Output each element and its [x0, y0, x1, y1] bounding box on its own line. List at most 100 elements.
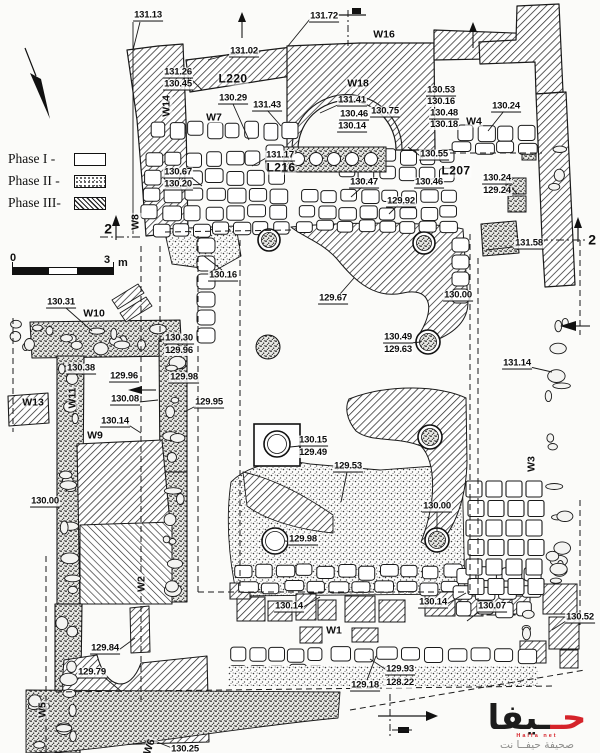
elevation-label: 130.25 [170, 744, 200, 753]
elevation-label: 130.52 [565, 611, 595, 624]
phase-legend: Phase I - Phase II - Phase III- [8, 148, 106, 214]
elevation-label: 131.14 [502, 357, 532, 370]
elevation-label: 129.93 [385, 663, 415, 676]
watermark-small-text: Haifa net [516, 733, 558, 739]
elevation-label: 129.49 [298, 447, 328, 459]
elevation-label: 130.14 [274, 600, 304, 613]
elevation-label: 130.00 [443, 289, 473, 302]
phase2-label: Phase II - [8, 173, 60, 189]
elevation-label: 130.38 [66, 362, 96, 375]
elevation-label: 129.98 [288, 533, 318, 546]
wall-label: W8 [129, 213, 142, 231]
elevation-label: 129.96 [109, 370, 139, 383]
wall-w9-lower [79, 521, 173, 605]
elevation-label: 130.08 [110, 393, 140, 406]
phase3-swatch [74, 196, 106, 210]
elevation-label: 131.02 [229, 45, 259, 58]
elevation-label: 130.14 [418, 596, 448, 609]
watermark-title: حــيفا [487, 698, 588, 738]
wall-label: W2 [135, 575, 148, 593]
elevation-label: 128.22 [385, 677, 415, 689]
elevation-label: 130.24 [491, 100, 521, 113]
elevation-label: 130.15 [298, 434, 328, 447]
elevation-label: 130.46 [414, 176, 444, 189]
elevation-label: 130.49 [383, 331, 413, 344]
wall-label: W9 [86, 429, 104, 442]
hatch-area-north [290, 222, 469, 342]
elevation-label: 130.53 [426, 84, 456, 97]
legend-row-phase3: Phase III- [8, 192, 106, 214]
wall-label: W5 [36, 701, 49, 719]
hatch-strip-a [111, 283, 145, 310]
rubble-band-south [25, 689, 341, 753]
locus-label: L207 [440, 163, 472, 178]
section-number: 2 [104, 220, 112, 237]
legend-row-phase2: Phase II - [8, 170, 106, 192]
watermark-subtitle: صحيفة حيفــا نت [499, 739, 575, 751]
wall-label: W10 [82, 307, 106, 320]
elevation-label: 130.47 [349, 176, 379, 189]
north-arrow-icon [24, 47, 50, 119]
elevation-label: 131.13 [133, 9, 163, 22]
wall-label: W7 [205, 111, 223, 124]
elevation-label: 130.67 [163, 166, 193, 179]
elevation-label: 130.55 [419, 148, 449, 161]
elevation-label: 130.00 [422, 500, 452, 513]
elevation-label: 129.92 [386, 195, 416, 208]
elevation-label: 130.00 [30, 495, 60, 508]
elevation-label: 130.16 [208, 269, 238, 282]
elevation-label: 130.16 [426, 96, 456, 108]
elevation-label: 130.30 [164, 332, 194, 345]
elevation-label: 130.48 [429, 107, 459, 120]
scale-start: 0 [10, 252, 17, 264]
section-number: 2 [588, 231, 596, 248]
elevation-label: 129.79 [77, 666, 107, 679]
phase3-label: Phase III- [8, 195, 61, 211]
elevation-label: 130.75 [370, 105, 400, 118]
elevation-label: 130.24 [482, 172, 512, 185]
wall-label: W3 [525, 455, 538, 473]
elevation-label: 130.46 [339, 108, 369, 121]
hatch-strip-b [119, 296, 153, 323]
legend-row-phase1: Phase I - [8, 148, 106, 170]
wall-label: W18 [346, 77, 370, 90]
elevation-label: 129.18 [350, 679, 380, 692]
watermark-logo: حــيفا Haifa net صحيفة حيفــا نت [478, 701, 596, 751]
wall-label: W4 [465, 115, 483, 128]
elevation-label: 131.41 [337, 94, 367, 107]
scale-bar-graphic [12, 262, 115, 275]
wall-label: W16 [372, 28, 396, 41]
elevation-label: 129.53 [333, 460, 363, 473]
elevation-label: 130.18 [429, 119, 459, 131]
locus-label: L216 [265, 160, 297, 175]
elevation-label: 130.07 [477, 600, 507, 613]
elevation-label: 130.14 [100, 415, 130, 428]
elevation-label: 130.29 [218, 92, 248, 105]
wall-label: W13 [21, 396, 45, 409]
phase1-label: Phase I - [8, 151, 56, 167]
locus-label: L220 [217, 71, 249, 86]
elevation-label: 129.63 [383, 344, 413, 356]
elevation-label: 131.58 [514, 237, 544, 250]
scale-unit: m [118, 257, 128, 269]
phase1-swatch [74, 152, 106, 166]
elevation-label: 129.96 [164, 345, 194, 357]
elevation-label: 129.67 [318, 292, 348, 305]
elevation-label: 129.95 [194, 396, 224, 409]
phase2-swatch [74, 174, 106, 188]
wall-label: W11 [66, 386, 79, 410]
scale-end: 3 [104, 254, 111, 266]
elevation-label: 131.43 [252, 99, 282, 112]
scale-bar: 0 3 m [8, 252, 138, 275]
elevation-label: 129.98 [169, 371, 199, 384]
elevation-label: 131.17 [265, 149, 295, 162]
elevation-label: 131.26 [163, 66, 193, 79]
elevation-label: 130.45 [163, 78, 193, 91]
wall-label: W14 [160, 94, 173, 118]
wall-label: W1 [325, 624, 343, 637]
hatch-block-12984 [129, 605, 151, 654]
elevation-label: 129.84 [90, 642, 120, 655]
elevation-label: 130.20 [163, 178, 193, 191]
wall-northeast-corner [478, 3, 564, 95]
